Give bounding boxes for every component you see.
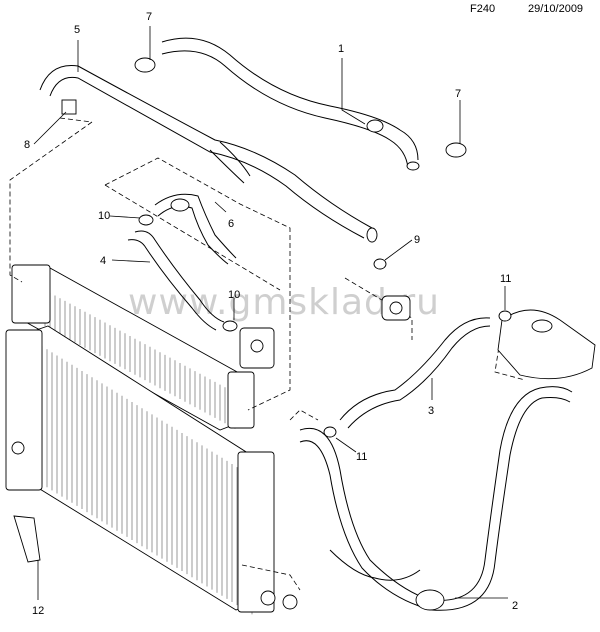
group-outline-left (9, 121, 93, 283)
bracket-12 (13, 515, 41, 563)
callout-12: 12 (32, 605, 44, 617)
group-outline-mid (104, 157, 291, 411)
group-outline-join (289, 409, 319, 421)
clamp-9 (373, 258, 387, 270)
clamp-11b (323, 426, 337, 438)
hose-5 (39, 65, 378, 243)
group-outline-mid-diag (104, 184, 281, 291)
pump-outline (344, 277, 413, 340)
callout-5: 5 (74, 24, 80, 36)
clamp-10a (138, 214, 154, 226)
callout-10a: 10 (98, 210, 110, 222)
hose-1 (161, 37, 420, 171)
callout-11a: 11 (500, 273, 511, 285)
expansion-tank (497, 309, 596, 380)
leader-1 (341, 58, 366, 125)
leader-11b (335, 437, 357, 453)
diagram-date: 29/10/2009 (528, 3, 584, 15)
clamp-7b (445, 142, 467, 158)
callout-9: 9 (414, 234, 420, 246)
callout-8: 8 (24, 139, 30, 151)
diagram-code: F240 (470, 3, 496, 15)
group-outline-bottom (241, 564, 301, 591)
clamp-7a (134, 57, 156, 73)
leader-6 (214, 201, 227, 213)
callout-7a: 7 (146, 11, 152, 23)
water-pump (381, 295, 411, 321)
clamp-11a (498, 310, 512, 322)
leader-4 (111, 259, 151, 263)
hose-3 (339, 317, 491, 429)
callout-7b: 7 (455, 88, 461, 100)
radiator (5, 325, 298, 615)
hose-4 (127, 230, 225, 331)
leader-8 (33, 111, 67, 145)
condenser (11, 264, 255, 431)
clamp-10b (222, 320, 238, 332)
callout-4: 4 (100, 255, 106, 267)
hose-2 (299, 386, 573, 611)
callout-10b: 10 (228, 289, 240, 301)
callout-1: 1 (338, 43, 344, 55)
leader-9 (384, 239, 413, 261)
callout-11b: 11 (356, 451, 367, 463)
callout-3: 3 (428, 405, 434, 417)
bracket-8 (61, 99, 77, 115)
clamp-1 (366, 119, 384, 133)
valve-assembly (239, 327, 275, 369)
leader-10a (109, 215, 141, 219)
callout-6: 6 (228, 218, 234, 230)
hose-6 (154, 193, 237, 265)
group-outline-top (59, 117, 93, 123)
callout-2: 2 (512, 600, 518, 612)
